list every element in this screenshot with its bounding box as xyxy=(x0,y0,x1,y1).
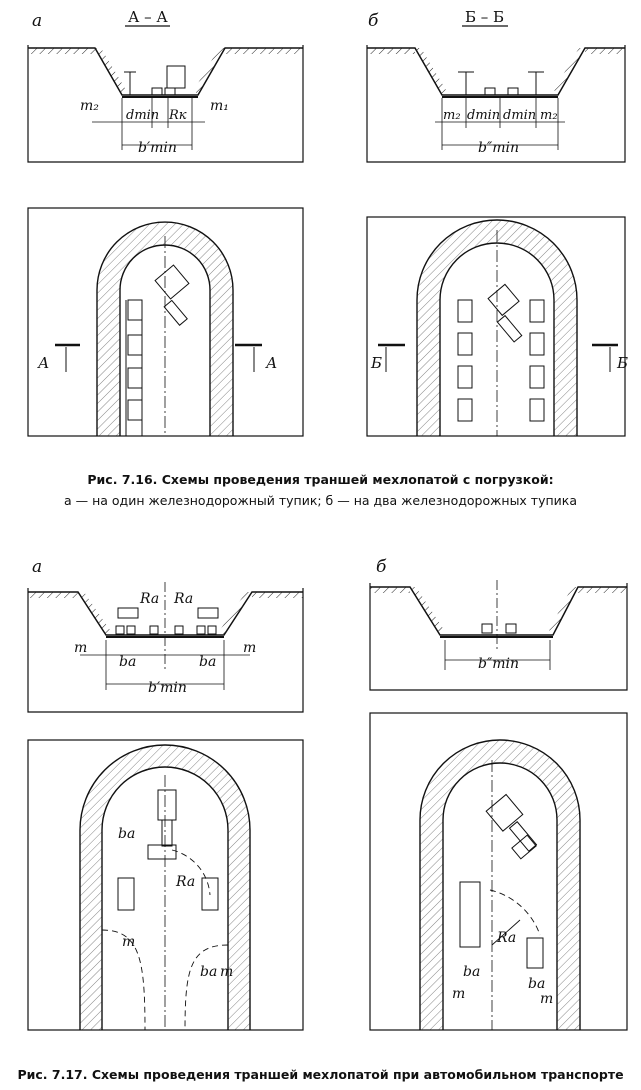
fig717-plan-b-ba-right: ba xyxy=(528,976,545,992)
fig717-plan-a-m-right: m xyxy=(220,964,233,980)
fig717-a-ba-right: ba xyxy=(199,654,216,670)
fig716-plan-b-mark-left: Б xyxy=(370,354,382,372)
fig717-plan-b-m-left: m xyxy=(452,986,465,1002)
fig717-plan-a xyxy=(27,739,304,1031)
fig716-plan-b-mark-right: Б xyxy=(616,354,628,372)
fig717-a-ra-right: Ra xyxy=(173,591,193,607)
fig716-section-a-frame xyxy=(27,45,304,163)
fig716-caption-line1: Рис. 7.16. Схемы проведения траншей мехл… xyxy=(87,472,554,487)
fig717-plan-a-ra: Ra xyxy=(175,874,195,890)
fig717-panel-b-letter: б xyxy=(376,557,387,577)
fig716-b-m2-left: m₂ xyxy=(443,108,461,123)
fig716-section-a-title: А – А xyxy=(128,8,168,26)
fig717-a-m-right: m xyxy=(243,640,256,656)
fig716-plan-a-mark-right: А xyxy=(265,354,277,372)
fig716-plan-b xyxy=(366,216,626,437)
fig716-a-dmin: dmin xyxy=(126,108,159,123)
fig717-panel-a-letter: а xyxy=(32,557,42,577)
fig717-plan-b-ra: Ra xyxy=(496,930,516,946)
fig716-plan-a xyxy=(27,207,304,437)
fig717-section-b-frame xyxy=(369,580,628,691)
fig716-a-m2: m₂ xyxy=(80,98,99,114)
fig717-section-a-frame xyxy=(27,582,304,713)
fig716-b-dmin-1: dmin xyxy=(467,108,500,123)
fig717-a-bmin: b′min xyxy=(148,680,187,696)
fig716-a-m1: m₁ xyxy=(210,98,229,114)
fig716-section-b-frame xyxy=(366,45,626,163)
fig716-b-m2-right: m₂ xyxy=(540,108,558,123)
fig717-plan-a-m-left: m xyxy=(122,934,135,950)
fig716-panel-a-letter: а xyxy=(32,11,42,31)
fig717-a-m-left: m xyxy=(74,640,87,656)
fig717-plan-b xyxy=(369,712,628,1031)
fig716-caption-line2: а — на один железнодорожный тупик; б — н… xyxy=(64,493,577,508)
fig716-b-bmin: b″min xyxy=(478,140,519,156)
fig717-caption-line1: Рис. 7.17. Схемы проведения траншей мехл… xyxy=(17,1067,624,1082)
fig717-a-ba-left: ba xyxy=(119,654,136,670)
fig716-plan-a-mark-left: А xyxy=(37,354,49,372)
fig716-a-bmin: b′min xyxy=(138,140,177,156)
fig716-a-rk: Rк xyxy=(168,108,187,123)
fig717-plan-b-m-right: m xyxy=(540,991,553,1007)
fig717-plan-a-ba-bottom: ba xyxy=(200,964,217,980)
fig717-a-ra-left: Ra xyxy=(139,591,159,607)
fig717-plan-a-ba-top: ba xyxy=(118,826,135,842)
fig716-panel-b-letter: б xyxy=(368,11,379,31)
fig716-b-dmin-2: dmin xyxy=(503,108,536,123)
fig717-plan-b-ba-left: ba xyxy=(463,964,480,980)
fig717-b-bmin: b″min xyxy=(478,656,519,672)
fig716-section-b-title: Б – Б xyxy=(465,8,504,26)
